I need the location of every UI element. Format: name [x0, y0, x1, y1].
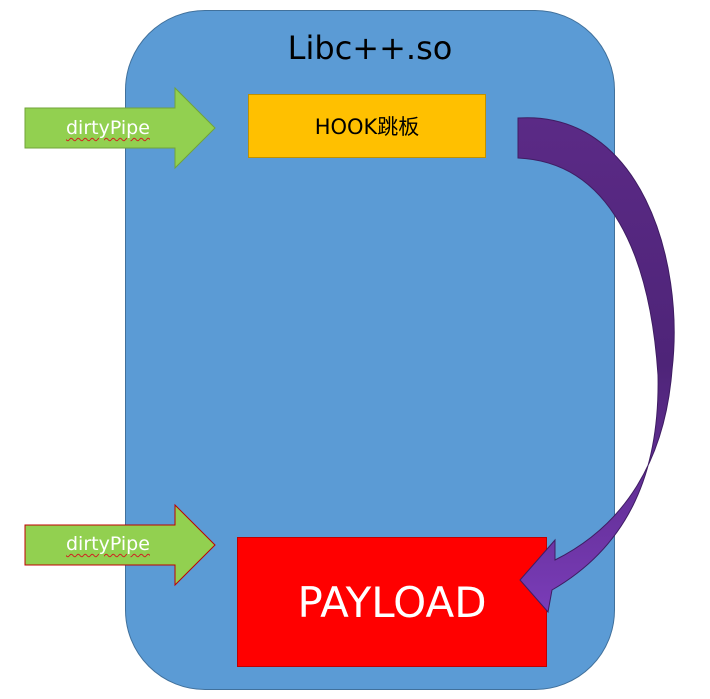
dirtypipe-label-bottom: dirtyPipe [66, 533, 150, 555]
container-title: Libc++.so [287, 29, 453, 67]
payload-box: PAYLOAD [237, 537, 547, 667]
dirtypipe-arrow-top [24, 86, 216, 170]
dirtypipe-label-top: dirtyPipe [66, 117, 150, 139]
curved-arrow-icon [517, 117, 675, 614]
dirtypipe-arrow-bottom [24, 503, 216, 587]
hook-trampoline-box: HOOK跳板 [248, 94, 486, 158]
hook-trampoline-label: HOOK跳板 [314, 115, 420, 139]
payload-label: PAYLOAD [297, 577, 487, 627]
